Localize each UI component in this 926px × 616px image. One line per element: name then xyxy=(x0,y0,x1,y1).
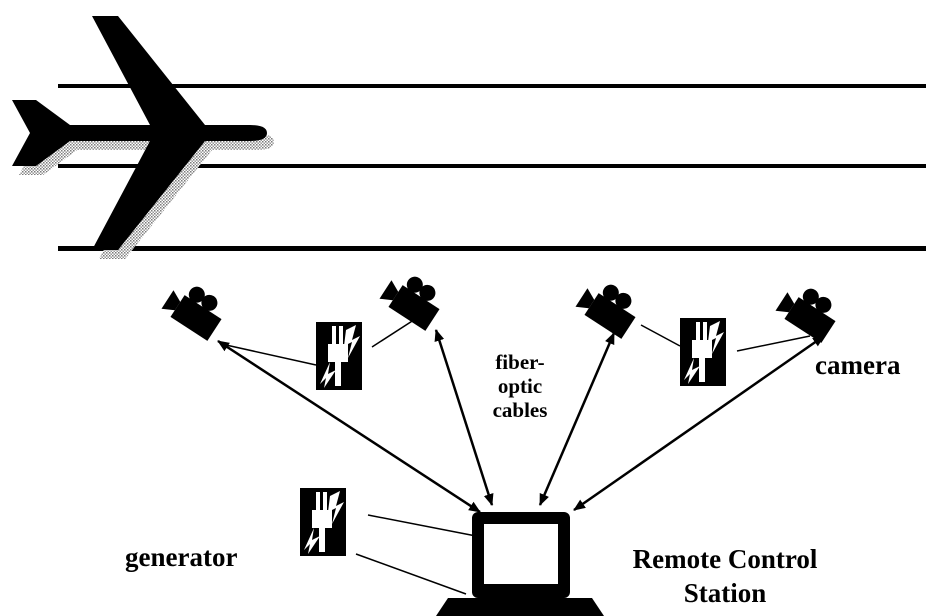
fiber-label-line1: fiber- xyxy=(495,350,545,374)
fiber-label-line3: cables xyxy=(492,398,548,422)
fiber-label-line2: optic xyxy=(497,374,543,398)
airplane-icon xyxy=(12,16,274,259)
computer-monitor-icon xyxy=(436,512,604,616)
station-label-line2: Station xyxy=(683,578,767,608)
camera-label: camera xyxy=(815,350,901,380)
camera-3-icon xyxy=(574,273,644,339)
generator-2-icon xyxy=(680,318,726,386)
station-label-line1: Remote Control xyxy=(632,544,818,574)
camera-4-icon xyxy=(774,277,844,343)
runway-lines xyxy=(58,84,926,251)
generator-label: generator xyxy=(125,542,238,572)
camera-2-icon xyxy=(378,265,448,331)
fiber-optic-cables xyxy=(217,329,825,514)
camera-1-icon xyxy=(160,275,230,341)
remote-control-station-label: Remote Control Station xyxy=(595,542,855,610)
fiber-optic-cables-label: fiber- optic cables xyxy=(470,350,570,422)
generator-1-icon xyxy=(316,322,362,390)
generator-3-icon xyxy=(300,488,346,556)
